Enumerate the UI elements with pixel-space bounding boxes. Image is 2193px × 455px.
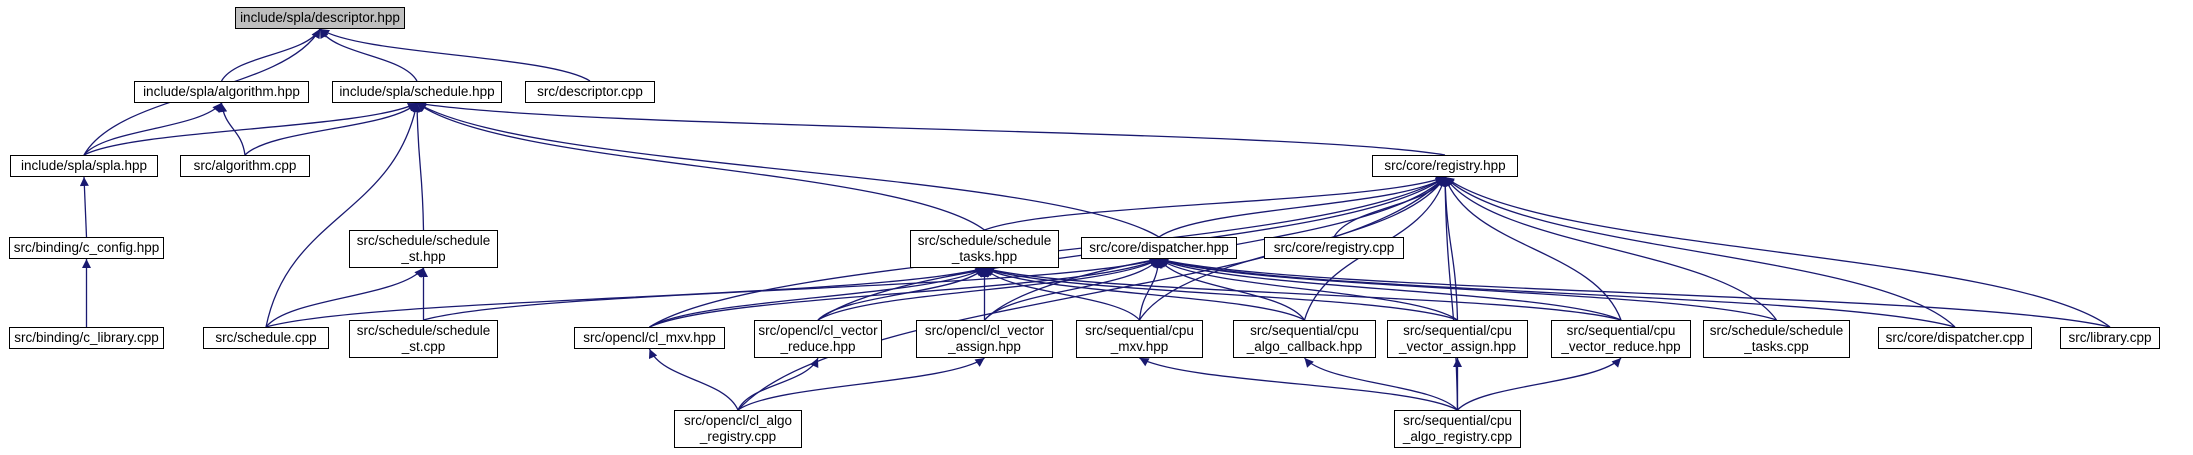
edge-schedule_st_hpp-to-schedule_hpp xyxy=(412,102,425,231)
edge-cpu_algo_callback_hpp-to-dispatcher_hpp xyxy=(1158,258,1306,321)
edge-spla_hpp-to-schedule_hpp xyxy=(83,102,418,156)
edge-schedule_hpp-to-descriptor_hpp xyxy=(319,28,418,82)
node-dispatcher-hpp[interactable]: src/core/dispatcher.hpp xyxy=(1081,237,1237,259)
node-spla-hpp[interactable]: include/spla/spla.hpp xyxy=(10,155,158,177)
edge-cl_algo_registry_cpp-to-cl_vector_reduce_hpp xyxy=(737,357,819,411)
edge-cpu_vector_reduce_hpp-to-dispatcher_hpp xyxy=(1158,258,1622,321)
node-registry-cpp[interactable]: src/core/registry.cpp xyxy=(1264,237,1404,259)
node-c-library-cpp[interactable]: src/binding/c_library.cpp xyxy=(9,327,164,349)
edge-cpu_vector_assign_hpp-to-schedule_tasks_hpp xyxy=(984,266,1458,321)
edge-cpu_vector_reduce_hpp-to-schedule_tasks_hpp xyxy=(984,266,1622,321)
edge-schedule_cpp-to-schedule_hpp xyxy=(265,102,420,328)
edge-c_config_hpp-to-spla_hpp xyxy=(79,176,89,238)
node-cpu-mxv-hpp[interactable]: src/sequential/cpu _mxv.hpp xyxy=(1076,320,1203,358)
edge-schedule_cpp-to-schedule_st_hpp xyxy=(265,267,425,328)
edge-registry_hpp-to-schedule_hpp xyxy=(416,100,1446,156)
edge-cpu_algo_registry_cpp-to-cpu_vector_reduce_hpp xyxy=(1457,357,1622,411)
node-cpu-algo-registry-cpp[interactable]: src/sequential/cpu _algo_registry.cpp xyxy=(1394,410,1521,448)
edge-cpu_vector_reduce_hpp-to-registry_hpp xyxy=(1443,176,1622,321)
node-cpu-vector-reduce-hpp[interactable]: src/sequential/cpu _vector_reduce.hpp xyxy=(1551,320,1691,358)
edge-cl_vector_assign_hpp-to-dispatcher_hpp xyxy=(984,258,1160,321)
edge-cl_algo_registry_cpp-to-registry_hpp xyxy=(737,176,1446,411)
node-algorithm-hpp[interactable]: include/spla/algorithm.hpp xyxy=(134,81,309,103)
edge-cpu_algo_registry_cpp-to-registry_hpp xyxy=(1440,176,1459,411)
edge-dispatcher_hpp-to-registry_hpp xyxy=(1158,176,1446,238)
edge-algorithm_cpp-to-algorithm_hpp xyxy=(218,102,246,156)
node-schedule-st-cpp[interactable]: src/schedule/schedule _st.cpp xyxy=(349,320,498,358)
edge-algorithm_hpp-to-descriptor_hpp xyxy=(220,28,321,82)
edge-cpu_vector_assign_hpp-to-dispatcher_hpp xyxy=(1158,258,1458,321)
node-descriptor-cpp[interactable]: src/descriptor.cpp xyxy=(525,81,655,103)
node-schedule-cpp[interactable]: src/schedule.cpp xyxy=(203,327,329,349)
node-registry-hpp[interactable]: src/core/registry.hpp xyxy=(1372,155,1518,177)
node-cpu-vector-assign-hpp[interactable]: src/sequential/cpu _vector_assign.hpp xyxy=(1387,320,1528,358)
edge-cl_mxv_hpp-to-dispatcher_hpp xyxy=(649,258,1160,328)
edge-dispatcher_cpp-to-registry_hpp xyxy=(1444,176,1956,328)
node-cl-algo-registry-cpp[interactable]: src/opencl/cl_algo _registry.cpp xyxy=(674,410,802,448)
edge-schedule_tasks_cpp-to-dispatcher_hpp xyxy=(1158,257,1777,321)
edge-schedule_cpp-to-schedule_tasks_hpp xyxy=(265,266,985,328)
edge-schedule_st_cpp-to-dispatcher_hpp xyxy=(423,257,1160,321)
node-cpu-algo-callback-hpp[interactable]: src/sequential/cpu _algo_callback.hpp xyxy=(1233,320,1376,358)
edge-cpu_mxv_hpp-to-schedule_tasks_hpp xyxy=(984,267,1140,321)
edge-schedule_tasks_cpp-to-registry_hpp xyxy=(1444,176,1778,321)
node-schedule-tasks-cpp[interactable]: src/schedule/schedule _tasks.cpp xyxy=(1703,320,1850,358)
edge-schedule_tasks_hpp-to-registry_hpp xyxy=(984,176,1446,231)
edge-cl_vector_reduce_hpp-to-schedule_tasks_hpp xyxy=(817,267,985,321)
node-descriptor-hpp[interactable]: include/spla/descriptor.hpp xyxy=(235,7,405,29)
node-schedule-tasks-hpp[interactable]: src/schedule/schedule _tasks.hpp xyxy=(910,230,1059,268)
edge-cl_algo_registry_cpp-to-cl_mxv_hpp xyxy=(648,348,739,411)
node-dispatcher-cpp[interactable]: src/core/dispatcher.cpp xyxy=(1878,327,2032,349)
edge-algorithm_cpp-to-schedule_hpp xyxy=(244,102,418,156)
node-cl-vector-reduce-hpp[interactable]: src/opencl/cl_vector _reduce.hpp xyxy=(754,320,882,358)
edge-dispatcher_cpp-to-dispatcher_hpp xyxy=(1158,257,1956,328)
node-cl-mxv-hpp[interactable]: src/opencl/cl_mxv.hpp xyxy=(574,327,725,349)
edge-library_cpp-to-registry_hpp xyxy=(1444,176,2111,328)
edge-spla_hpp-to-algorithm_hpp xyxy=(83,102,223,156)
edge-schedule_tasks_hpp-to-schedule_hpp xyxy=(416,102,985,231)
edge-library_cpp-to-dispatcher_hpp xyxy=(1158,256,2111,328)
node-schedule-hpp[interactable]: include/spla/schedule.hpp xyxy=(332,81,502,103)
edge-dispatcher_hpp-to-schedule_hpp xyxy=(416,102,1160,238)
edge-cl_vector_reduce_hpp-to-dispatcher_hpp xyxy=(817,258,1160,321)
edge-cl_algo_registry_cpp-to-cl_vector_assign_hpp xyxy=(737,357,985,411)
edge-cpu_mxv_hpp-to-dispatcher_hpp xyxy=(1138,258,1163,321)
edge-cpu_algo_registry_cpp-to-cpu_algo_callback_hpp xyxy=(1304,357,1458,411)
node-algorithm-cpp[interactable]: src/algorithm.cpp xyxy=(180,155,310,177)
node-library-cpp[interactable]: src/library.cpp xyxy=(2060,327,2160,349)
node-cl-vector-assign-hpp[interactable]: src/opencl/cl_vector _assign.hpp xyxy=(916,320,1053,358)
node-c-config-hpp[interactable]: src/binding/c_config.hpp xyxy=(9,237,164,259)
edge-descriptor_cpp-to-descriptor_hpp xyxy=(319,28,591,82)
edge-cl_mxv_hpp-to-schedule_tasks_hpp xyxy=(649,267,985,328)
edge-cpu_algo_registry_cpp-to-cpu_mxv_hpp xyxy=(1139,357,1458,411)
node-schedule-st-hpp[interactable]: src/schedule/schedule _st.hpp xyxy=(349,230,498,268)
